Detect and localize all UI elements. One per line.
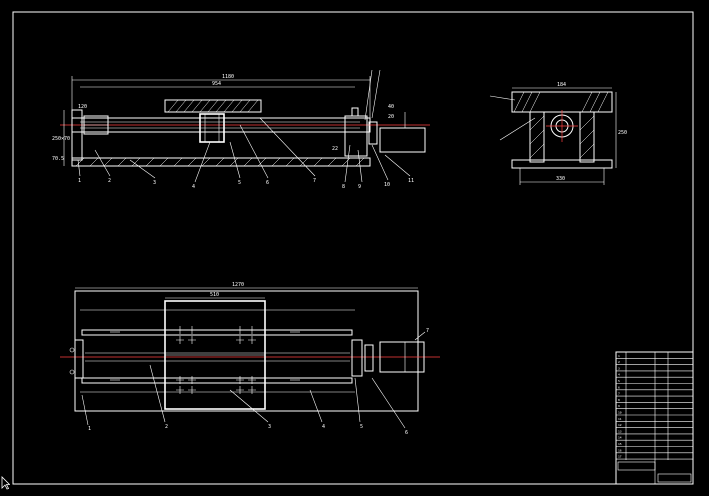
front-overall-length: 1180	[222, 74, 234, 80]
plan-callout-5: 5	[360, 424, 363, 430]
title-block-row-number: 9	[618, 404, 620, 408]
plan-callout-7: 7	[426, 328, 429, 334]
front-callout-11: 11	[408, 178, 414, 184]
title-block-row-number: 13	[618, 429, 622, 433]
side-view[interactable]: 184 330 250	[489, 82, 627, 185]
front-view[interactable]: 1180 954	[52, 69, 430, 190]
title-block-row-number: 3	[618, 366, 620, 370]
plan-callout-3: 3	[268, 424, 271, 430]
plan-table-width: 510	[210, 292, 219, 298]
front-dim-right-2: 20	[388, 114, 394, 120]
plan-callout-4: 4	[322, 424, 325, 430]
front-callout-3: 3	[153, 180, 156, 186]
front-dim-right-3: 22	[332, 146, 338, 152]
front-callout-5: 5	[238, 180, 241, 186]
front-callout-9: 9	[358, 184, 361, 190]
plan-callout-1: 1	[88, 426, 91, 432]
plan-overall-length: 1270	[232, 282, 244, 288]
title-block-row-number: 4	[618, 373, 620, 377]
title-block-row-number: 7	[618, 392, 620, 396]
side-height: 250	[618, 130, 627, 136]
sheet-border	[12, 11, 694, 485]
title-block-row-number: 16	[618, 448, 622, 452]
side-bottom-width: 330	[556, 176, 565, 182]
front-callout-10: 10	[384, 182, 390, 188]
title-block-row-number: 11	[618, 417, 622, 421]
front-dim-left-3: 70.5	[52, 156, 64, 162]
front-dim-right-1: 40	[388, 104, 394, 110]
title-block-row-number: 12	[618, 423, 622, 427]
front-callout-7: 7	[313, 178, 316, 184]
front-dim-left-2: 250×70	[52, 136, 70, 142]
front-callout-1: 1	[78, 178, 81, 184]
title-block-row-number: 17	[618, 455, 622, 459]
title-block-row-number: 2	[618, 360, 620, 364]
front-inner-length: 954	[212, 81, 221, 87]
side-top-width: 184	[557, 82, 566, 88]
plan-view[interactable]: 1270 510	[60, 282, 440, 436]
front-callout-4: 4	[192, 184, 195, 190]
title-block-row-number: 1	[618, 354, 620, 358]
mouse-pointer-icon	[1, 476, 10, 490]
title-block-row-number: 10	[618, 411, 622, 415]
front-callout-2: 2	[108, 178, 111, 184]
title-block-row-number: 14	[618, 436, 622, 440]
front-callout-8: 8	[342, 184, 345, 190]
plan-callout-6: 6	[405, 430, 408, 436]
front-callout-6: 6	[266, 180, 269, 186]
title-block-row-number: 8	[618, 398, 620, 402]
title-block-row-number: 15	[618, 442, 622, 446]
plan-callout-2: 2	[165, 424, 168, 430]
title-block-row-number: 5	[618, 379, 620, 383]
front-dim-left-1: 120	[78, 104, 87, 110]
title-block-row-number: 6	[618, 385, 620, 389]
